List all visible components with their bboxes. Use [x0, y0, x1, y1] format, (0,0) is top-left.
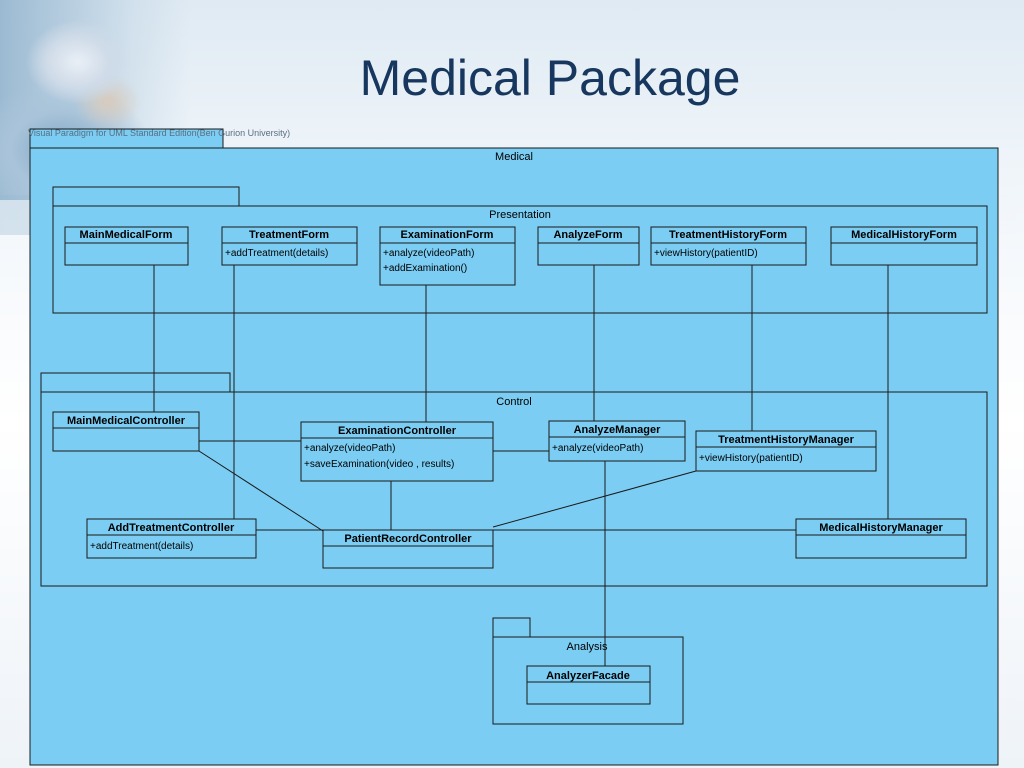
package-presentation-label: Presentation	[489, 209, 551, 221]
package-medical-label: Medical	[495, 151, 533, 163]
class-name: AnalyzeForm	[553, 229, 622, 241]
class-treatment-history-manager: TreatmentHistoryManager +viewHistory(pat…	[695, 430, 877, 472]
class-name: TreatmentHistoryForm	[669, 229, 787, 241]
class-name: PatientRecordController	[344, 533, 472, 545]
class-main-medical-form: MainMedicalForm	[64, 226, 189, 266]
package-analysis-label: Analysis	[567, 641, 608, 653]
class-analyze-form: AnalyzeForm	[537, 226, 640, 266]
class-treatment-form: TreatmentForm +addTreatment(details)	[221, 226, 358, 266]
class-medical-history-manager: MedicalHistoryManager	[795, 518, 967, 559]
line-maincontroller-patientrecord	[198, 450, 324, 532]
class-patient-record-controller: PatientRecordController	[322, 529, 494, 569]
class-method: +viewHistory(patientID)	[654, 248, 758, 259]
class-method: +addExamination()	[383, 263, 467, 274]
package-control-tab	[40, 372, 231, 393]
class-method: +addTreatment(details)	[225, 248, 328, 259]
class-name: AddTreatmentController	[108, 522, 235, 534]
class-name: MedicalHistoryForm	[851, 229, 957, 241]
class-name: AnalyzeManager	[574, 424, 662, 436]
class-method: +analyze(videoPath)	[304, 443, 395, 454]
package-presentation-tab	[52, 186, 240, 207]
class-method: +saveExamination(video , results)	[304, 459, 454, 470]
class-name: TreatmentForm	[249, 229, 329, 241]
package-control-label: Control	[496, 396, 531, 408]
dependency-lines	[153, 265, 889, 666]
class-name: ExaminationForm	[401, 229, 494, 241]
class-main-medical-controller: MainMedicalController	[52, 411, 200, 452]
class-add-treatment-controller: AddTreatmentController +addTreatment(det…	[86, 518, 257, 559]
package-analysis-tab	[492, 617, 531, 638]
class-treatment-history-form: TreatmentHistoryForm +viewHistory(patien…	[650, 226, 807, 266]
class-method: +analyze(videoPath)	[383, 248, 474, 259]
watermark-text: Visual Paradigm for UML Standard Edition…	[28, 128, 290, 138]
class-method: +viewHistory(patientID)	[699, 453, 803, 464]
class-analyze-manager: AnalyzeManager +analyze(videoPath)	[548, 420, 686, 462]
class-name: TreatmentHistoryManager	[718, 434, 854, 446]
page-title: Medical Package	[359, 50, 741, 106]
line-patientrecord-historymanager	[492, 470, 697, 528]
class-method: +addTreatment(details)	[90, 541, 193, 552]
class-examination-form: ExaminationForm +analyze(videoPath) +add…	[379, 226, 516, 286]
class-name: ExaminationController	[338, 425, 457, 437]
class-method: +analyze(videoPath)	[552, 443, 643, 454]
class-medical-history-form: MedicalHistoryForm	[830, 226, 978, 266]
class-name: MainMedicalForm	[80, 229, 173, 241]
class-analyzer-facade: AnalyzerFacade	[526, 665, 651, 705]
class-name: MedicalHistoryManager	[819, 522, 943, 534]
class-name: MainMedicalController	[67, 415, 186, 427]
class-name: AnalyzerFacade	[546, 670, 630, 682]
class-examination-controller: ExaminationController +analyze(videoPath…	[300, 421, 494, 482]
